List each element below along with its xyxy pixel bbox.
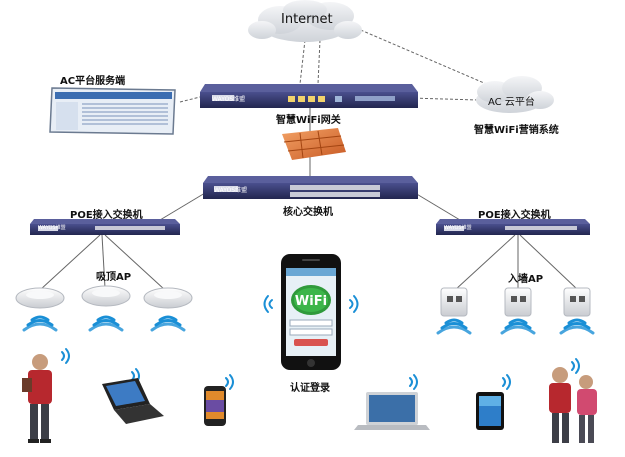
ceiling-ap-2 <box>81 285 131 307</box>
wifi-signal-icon <box>571 361 575 371</box>
link-internet-gateway-2 <box>317 39 321 85</box>
link-internet-cloud <box>355 27 506 93</box>
people-right <box>549 367 597 443</box>
poe-switch-left-label: POE接入交换机 <box>70 210 143 221</box>
smart-wifi-gateway-label: 智慧WiFi网关 <box>276 115 341 126</box>
smartphone-auth <box>281 254 341 370</box>
wifi-signal-icon <box>500 318 536 335</box>
poe-switch-left-device <box>30 219 180 235</box>
link-poe-ap3 <box>104 234 166 291</box>
wifi-signal-icon <box>268 299 273 309</box>
core-switch-device <box>203 176 418 199</box>
link-poe-ap1 <box>39 234 101 291</box>
wifi-signal-icon <box>22 315 58 332</box>
ceiling-ap-1 <box>15 287 65 309</box>
link-gateway-cloud <box>409 97 479 101</box>
internet-cloud <box>248 0 362 42</box>
laptop-left <box>102 378 164 424</box>
wifi-signal-icon <box>61 351 65 361</box>
wifi-signal-icon <box>225 377 229 387</box>
link-poe-wap3 <box>519 234 579 291</box>
wifi-signal-icon <box>502 377 506 387</box>
mobile-phone <box>204 386 226 426</box>
poe-switch-right-device <box>436 219 590 235</box>
wall-ap-label: 入墙AP <box>508 274 544 285</box>
gateway-brand-label: WAYOS维盟 <box>212 96 246 103</box>
poe-right-brand-label: WAYOS维盟 <box>444 225 472 231</box>
wall-ap-1 <box>440 287 468 317</box>
wifi-signal-icon <box>88 315 124 332</box>
links <box>39 27 579 291</box>
ac-platform-server-label: AC平台服务端 <box>60 76 126 87</box>
ac-cloud-platform <box>476 76 554 113</box>
ceiling-ap-3 <box>143 287 193 309</box>
tablet <box>476 392 504 430</box>
wifi-signal-icon <box>409 377 413 387</box>
ceiling-ap-label: 吸顶AP <box>96 272 132 283</box>
wall-ap-3 <box>563 287 591 317</box>
wifi-signals <box>22 295 595 390</box>
link-internet-gateway <box>299 39 306 85</box>
wifi-signal-icon <box>436 318 472 335</box>
internet-label: Internet <box>281 12 333 27</box>
link-poe-wap1 <box>454 234 516 291</box>
firewall <box>282 128 346 160</box>
person-left <box>22 354 52 443</box>
link-core-poe-left <box>159 189 211 221</box>
core-switch-label: 核心交换机 <box>283 207 333 218</box>
smart-wifi-marketing-label: 智慧WiFi营销系统 <box>474 125 559 136</box>
core-switch-brand-label: WAYOS维盟 <box>214 187 248 194</box>
poe-switch-right-label: POE接入交换机 <box>478 210 551 221</box>
ac-server-monitor <box>49 87 176 135</box>
poe-left-brand-label: WAYOS维盟 <box>38 225 66 231</box>
laptop-right <box>354 392 430 430</box>
link-core-poe-right <box>409 189 461 221</box>
wifi-signal-icon <box>150 315 186 332</box>
wifi-signal-icon <box>559 318 595 335</box>
wall-ap-2 <box>504 287 532 317</box>
wifi-signal-icon <box>349 299 354 309</box>
ac-cloud-platform-label: AC 云平台 <box>488 97 535 108</box>
wifi-logo-text: WiFi <box>295 294 327 309</box>
smart-wifi-gateway-device <box>200 84 418 108</box>
auth-login-label: 认证登录 <box>290 383 330 394</box>
link-poe-ap2 <box>101 234 106 289</box>
